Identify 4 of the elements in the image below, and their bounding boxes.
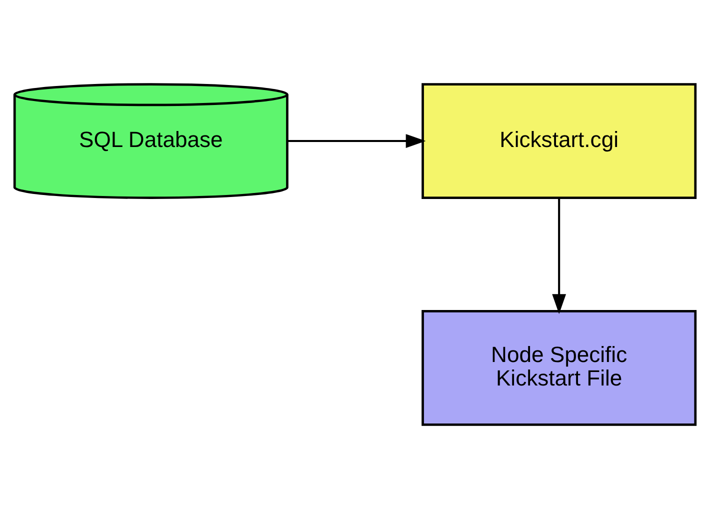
- arrow: [552, 197, 566, 314]
- node-box: Node Specific Kickstart File: [422, 310, 697, 426]
- arrow: [287, 134, 426, 148]
- node-box: Kickstart.cgi: [422, 82, 697, 198]
